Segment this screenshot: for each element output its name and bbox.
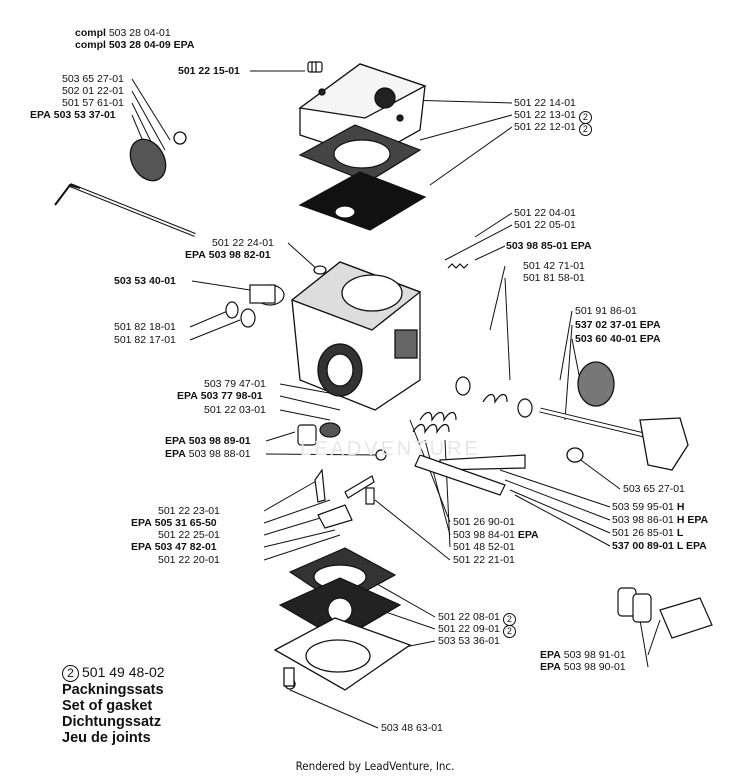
gasket-kit-marker: 2 [62, 665, 79, 682]
springs [412, 263, 533, 435]
part-label: 503 53 40-01 [114, 275, 176, 287]
washers [225, 301, 256, 328]
adjust-needles [414, 454, 526, 496]
screw [307, 61, 323, 73]
part-label: EPA 503 98 82-01 [185, 249, 271, 261]
part-label: EPA 505 31 65-50 [131, 517, 217, 529]
part-label: 501 48 52-01 [453, 541, 515, 553]
metering-cover [273, 617, 412, 691]
part-label: 501 82 17-01 [114, 334, 176, 346]
throttle-shaft [54, 131, 196, 237]
part-label: EPA 503 77 98-01 [177, 390, 263, 402]
part-label: EPA 503 98 91-01 [540, 649, 626, 661]
part-label: 501 22 21-01 [453, 554, 515, 566]
part-label: 501 91 86-01 [575, 305, 637, 317]
fuel-fitting [249, 284, 285, 306]
metering-lever [297, 422, 387, 529]
kit-name-en: Set of gasket [62, 698, 153, 714]
part-label: 503 53 36-01 [438, 635, 500, 647]
kit-name-fr: Jeu de joints [62, 730, 151, 746]
assembly-header: compl 503 28 04-01 compl 503 28 04-09 EP… [75, 27, 194, 51]
pump-cover [298, 63, 427, 159]
part-label: 501 22 20-01 [158, 554, 220, 566]
part-label: 501 22 04-01 [514, 207, 576, 219]
gasket-kit-marker: 2 [578, 123, 592, 136]
part-label: EPA 503 47 82-01 [131, 541, 217, 553]
part-label: EPA 503 98 90-01 [540, 661, 626, 673]
kit-name-sv: Packningssats [62, 682, 164, 698]
part-label: 501 22 15-01 [178, 65, 240, 77]
carburetor-body [290, 261, 422, 411]
footer-credit: Rendered by LeadVenture, Inc. [295, 759, 455, 773]
part-label: 501 22 03-01 [204, 404, 266, 416]
part-label: 501 22 14-01 [514, 97, 576, 109]
part-label: 503 65 27-01 [623, 483, 685, 495]
part-label: 502 01 22-01 [62, 85, 124, 97]
part-label: 537 02 37-01 EPA [575, 319, 661, 331]
part-label: 501 22 24-01 [212, 237, 274, 249]
part-label: 501 22 05-01 [514, 219, 576, 231]
header-number: 503 28 04-01 [108, 27, 171, 39]
pump-gasket [298, 124, 422, 183]
part-label: 501 82 18-01 [114, 321, 176, 333]
part-label: 503 60 40-01 EPA [575, 333, 661, 345]
part-label: 503 79 47-01 [204, 378, 266, 390]
part-label: 503 98 85-01 EPA [506, 240, 592, 252]
header-number: 503 28 04-09 EPA [108, 39, 195, 51]
choke-shaft [539, 361, 689, 471]
part-label: 537 00 89-01 L EPA [612, 540, 707, 552]
part-label: 503 98 84-01 EPA [453, 529, 539, 541]
gasket-kit-marker: 2 [502, 625, 516, 638]
part-label: 503 98 86-01 H EPA [612, 514, 709, 526]
kit-name-de: Dichtungssatz [62, 714, 162, 730]
part-label: 501 26 90-01 [453, 516, 515, 528]
part-label: 501 26 85-01 L [612, 527, 684, 539]
part-label: 501 42 71-01 [523, 260, 585, 272]
pump-diaphragm [298, 171, 427, 231]
kit-number: 501 49 48-02 [82, 664, 165, 680]
small-screw [313, 265, 327, 275]
header-prefix: compl [75, 27, 106, 39]
part-label: EPA 503 53 37-01 [30, 109, 116, 121]
watermark: LEADVENTURE [300, 438, 481, 460]
part-label: 501 22 23-01 [158, 505, 220, 517]
part-label: 503 48 63-01 [381, 722, 443, 734]
part-label: 501 57 61-01 [62, 97, 124, 109]
part-label: EPA 503 98 89-01 [165, 435, 251, 447]
part-label: 501 22 25-01 [158, 529, 220, 541]
epa-limiter-caps [617, 587, 713, 639]
part-label: EPA 503 98 88-01 [165, 448, 251, 460]
part-label: 503 59 95-01 H [612, 501, 685, 513]
part-label: 503 65 27-01 [62, 73, 124, 85]
part-label: 501 81 58-01 [523, 272, 585, 284]
header-prefix: compl [75, 39, 106, 51]
